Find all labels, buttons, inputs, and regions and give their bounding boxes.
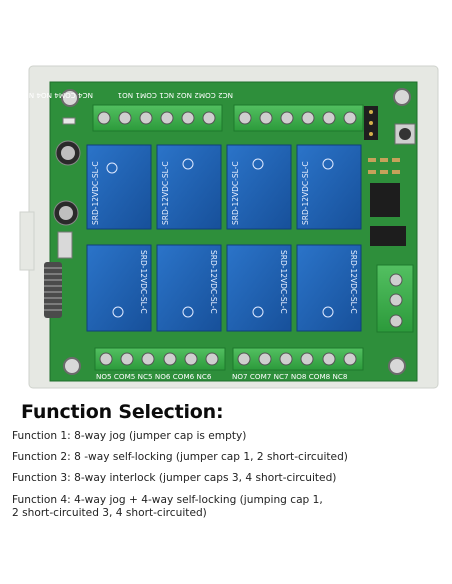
smd-components bbox=[368, 158, 400, 174]
top-terminal-block-left bbox=[92, 104, 223, 132]
function-selection-heading: Function Selection: bbox=[21, 401, 224, 423]
relay-8: SRD-12VDC-SL-C bbox=[296, 244, 362, 332]
antenna-coil bbox=[44, 231, 73, 318]
status-led bbox=[62, 117, 76, 125]
jumper-header bbox=[364, 106, 378, 140]
svg-text:SRD-12VDC-SL-C: SRD-12VDC-SL-C bbox=[161, 161, 170, 225]
relay-4: SRD-12VDC-SL-C bbox=[296, 144, 362, 230]
bottom-right-terminal-labels: NO7 COM7 NC7 NO8 COM8 NC8 bbox=[232, 372, 348, 381]
relay-7: SRD-12VDC-SL-C bbox=[226, 244, 292, 332]
function-3-text: Function 3: 8-way interlock (jumper caps… bbox=[12, 472, 337, 484]
function-1-text: Function 1: 8-way jog (jumper cap is emp… bbox=[12, 430, 247, 442]
function-2-text: Function 2: 8 -way self-locking (jumper … bbox=[12, 451, 348, 463]
top-left-terminal-labels: NC4 COM4 NO4 NC3 COM3 NO3 bbox=[0, 91, 93, 100]
relay-board-photo: NC4 COM4 NO4 NC3 COM3 NO3 NC2 COM2 NO2 N… bbox=[0, 65, 439, 389]
svg-text:SRD-12VDC-SL-C: SRD-12VDC-SL-C bbox=[231, 161, 240, 225]
function-4-line-2: 2 short-circuited 3, 4 short-circuited) bbox=[12, 507, 207, 519]
function-4-line-1: Function 4: 4-way jog + 4-way self-locki… bbox=[12, 494, 323, 506]
mounting-holes bbox=[61, 88, 411, 375]
function-4-text: Function 4: 4-way jog + 4-way self-locki… bbox=[12, 494, 323, 520]
svg-text:SRD-12VDC-SL-C: SRD-12VDC-SL-C bbox=[91, 161, 100, 225]
relay-row-bottom: SRD-12VDC-SL-C SRD-12VDC-SL-C SRD-12VDC-… bbox=[86, 244, 362, 332]
top-right-terminal-labels: NC2 COM2 NO2 NC1 COM1 NO1 bbox=[118, 91, 233, 100]
svg-text:SRD-12VDC-SL-C: SRD-12VDC-SL-C bbox=[279, 250, 288, 314]
relay-row-top: SRD-12VDC-SL-C SRD-12VDC-SL-C SRD-12VDC-… bbox=[86, 144, 362, 230]
learn-button bbox=[394, 123, 416, 145]
svg-text:SRD-12VDC-SL-C: SRD-12VDC-SL-C bbox=[139, 250, 148, 314]
svg-text:SRD-12VDC-SL-C: SRD-12VDC-SL-C bbox=[209, 250, 218, 314]
top-terminal-block-right bbox=[233, 104, 364, 132]
bottom-terminal-block-left bbox=[94, 347, 226, 371]
power-terminal-block bbox=[376, 264, 414, 333]
ic-chips bbox=[370, 183, 406, 246]
svg-text:SRD-12VDC-SL-C: SRD-12VDC-SL-C bbox=[301, 161, 310, 225]
relay-1: SRD-12VDC-SL-C bbox=[86, 144, 152, 230]
svg-text:SRD-12VDC-SL-C: SRD-12VDC-SL-C bbox=[349, 250, 358, 314]
relay-3: SRD-12VDC-SL-C bbox=[226, 144, 292, 230]
bottom-terminal-block-right bbox=[232, 347, 364, 371]
electrolytic-capacitors bbox=[53, 140, 81, 226]
relay-2: SRD-12VDC-SL-C bbox=[156, 144, 222, 230]
relay-5: SRD-12VDC-SL-C bbox=[86, 244, 152, 332]
relay-6: SRD-12VDC-SL-C bbox=[156, 244, 222, 332]
bottom-left-terminal-labels: NO5 COM5 NC5 NO6 COM6 NC6 bbox=[96, 372, 212, 381]
